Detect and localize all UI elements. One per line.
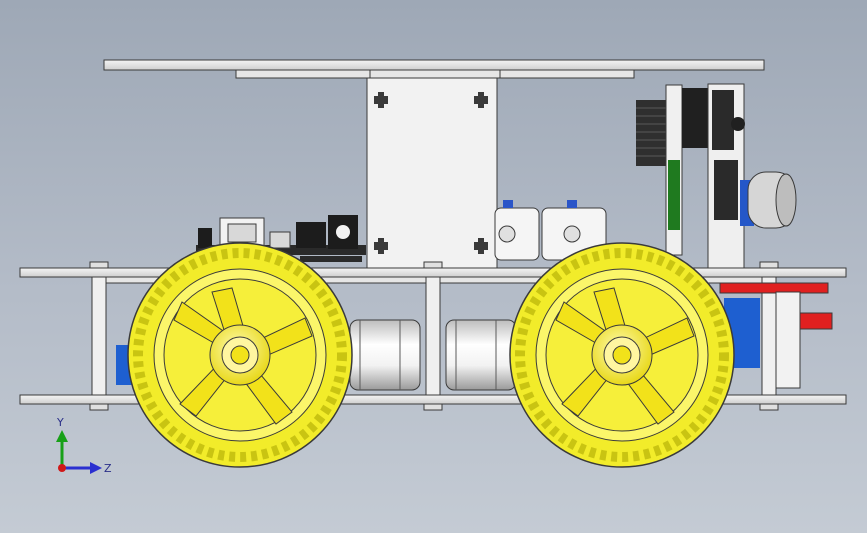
front-wheel[interactable] [509,242,735,468]
servo-pan-tilt[interactable] [636,83,745,271]
z-axis-label: Z [104,462,112,475]
axis-triad: Y Z [56,416,112,475]
front-motor[interactable] [445,319,517,391]
top-plate[interactable] [103,59,765,79]
y-axis-label: Y [56,416,64,429]
rear-wheel[interactable] [127,242,353,468]
x-axis-dot [58,464,66,472]
ultrasonic-sensor[interactable] [740,171,797,229]
rear-motor[interactable] [349,319,421,391]
upper-bracket[interactable] [366,77,498,272]
